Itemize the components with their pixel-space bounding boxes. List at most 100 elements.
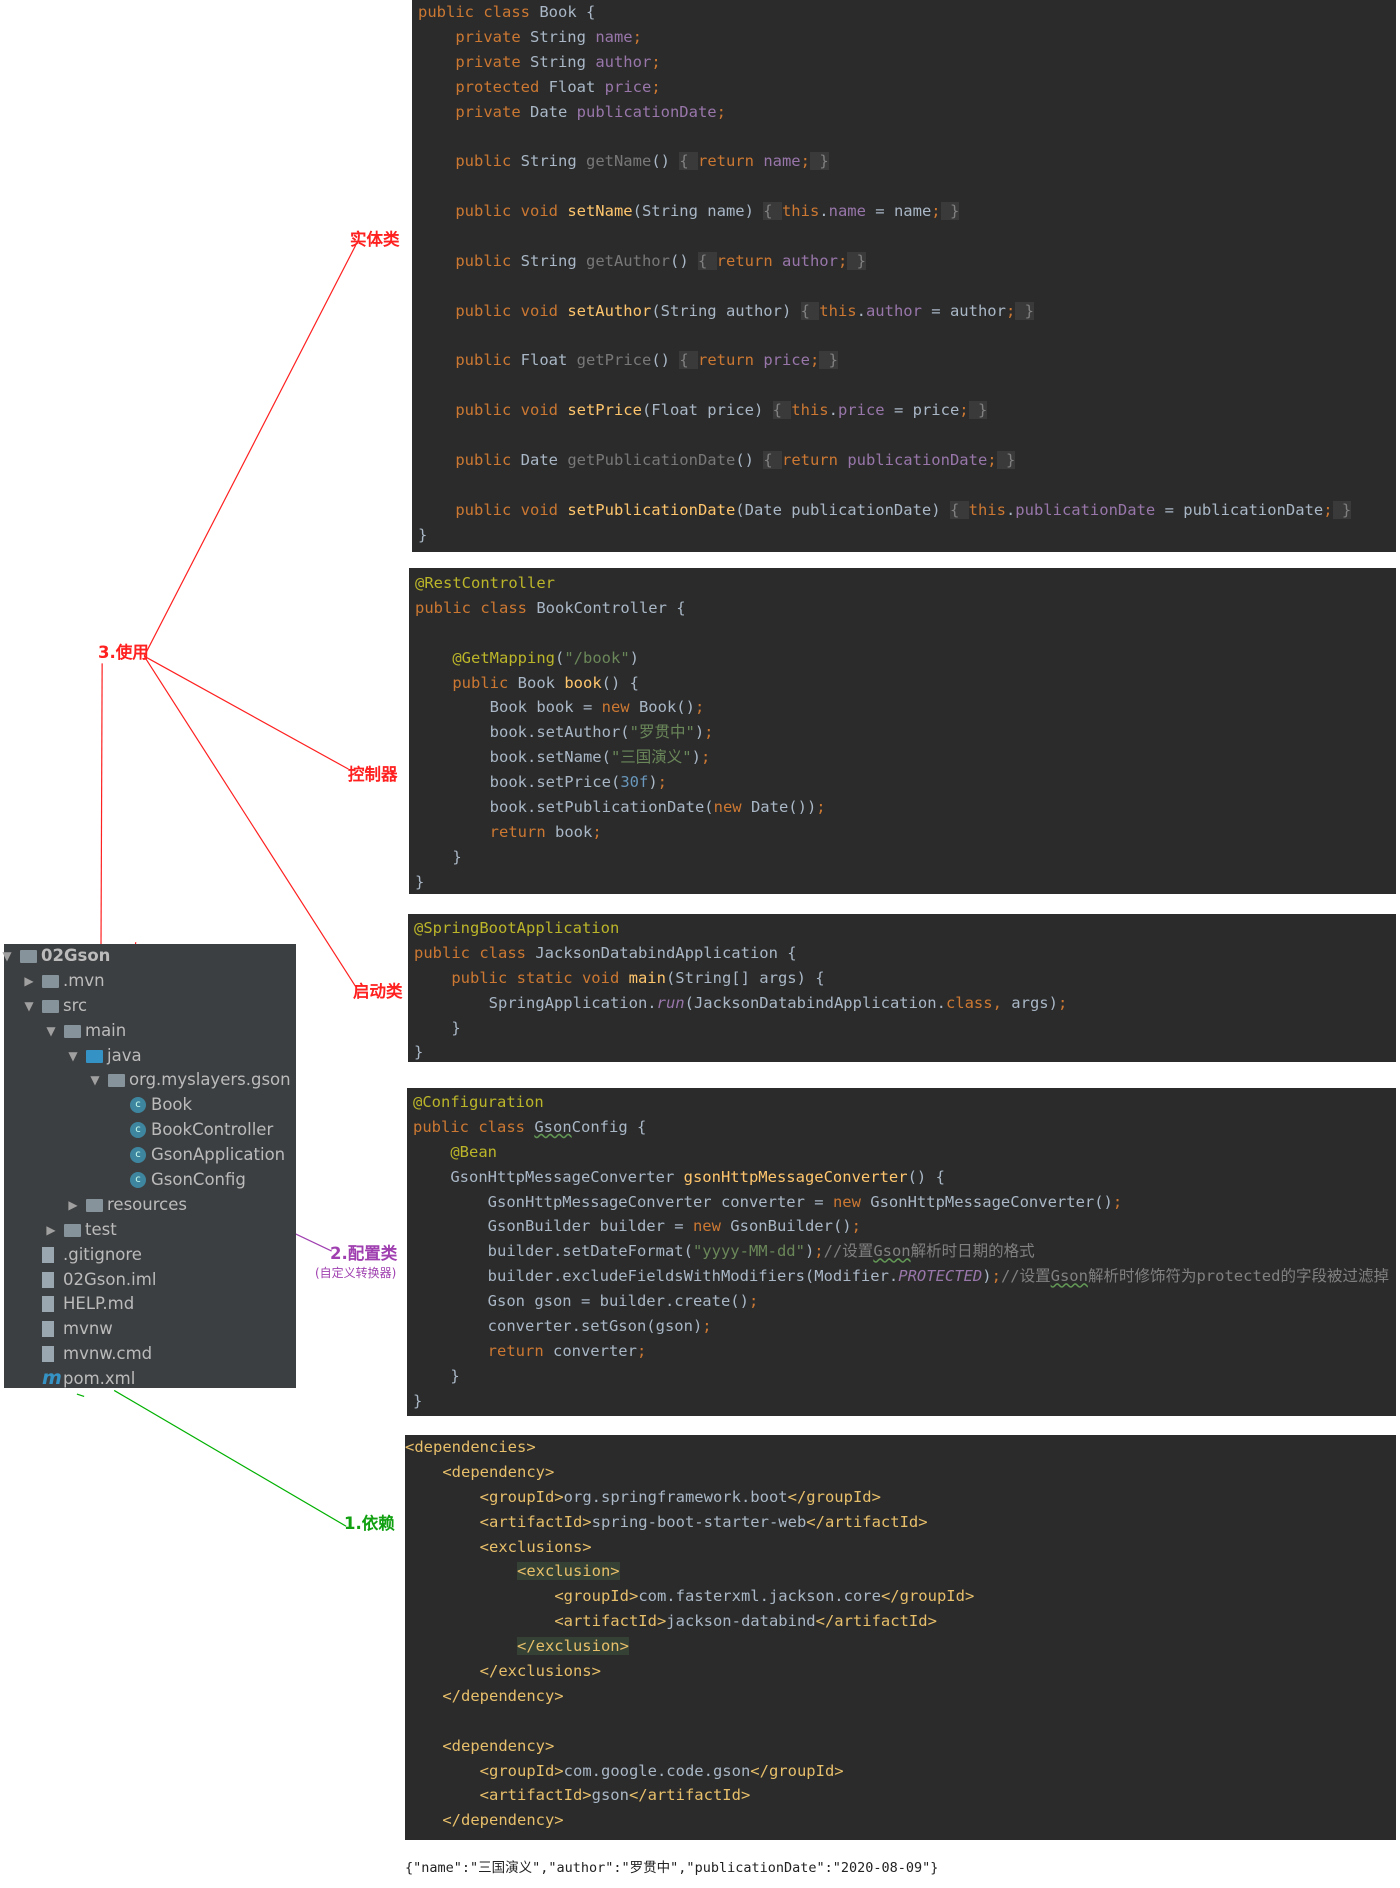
code-token: private xyxy=(455,102,530,121)
code-line: </dependency> xyxy=(405,1808,1396,1833)
code-token xyxy=(418,78,455,96)
code-line xyxy=(418,224,1396,249)
connector-bootstrap xyxy=(143,655,357,987)
code-token: () xyxy=(735,451,764,470)
tree-item-mvnw-cmd[interactable]: mvnw.cmd xyxy=(4,1342,296,1367)
code-token: } xyxy=(809,152,829,171)
shell-file-icon xyxy=(42,1321,54,1338)
code-token: </artifactId> xyxy=(628,1786,751,1805)
chevron-right-icon[interactable]: ▶ xyxy=(46,1222,56,1237)
connector-entity xyxy=(143,244,357,657)
code-token: (String name) xyxy=(632,202,764,221)
chevron-right-icon[interactable]: ▶ xyxy=(68,1197,78,1212)
code-token: (JacksonDatabindApplication. xyxy=(684,993,946,1012)
code-token: name xyxy=(595,27,633,46)
code-line xyxy=(418,124,1396,149)
chevron-down-icon[interactable]: ▼ xyxy=(2,949,12,963)
chevron-down-icon[interactable]: ▼ xyxy=(46,1023,56,1038)
code-token: public xyxy=(455,251,521,270)
code-token: Config { xyxy=(571,1117,647,1136)
label-entity-class: 实体类 xyxy=(350,230,400,249)
code-token: </groupId> xyxy=(787,1487,881,1506)
code-line xyxy=(415,621,1396,646)
code-token: ; xyxy=(959,401,969,420)
code-token: ; xyxy=(704,723,714,742)
code-token: ) xyxy=(648,773,658,792)
code-block-book-entity: public class Book { private String name;… xyxy=(412,0,1396,552)
tree-item-label: mvnw xyxy=(63,1319,113,1339)
code-token: () { xyxy=(907,1167,945,1186)
tree-item-help-md[interactable]: HELP.md xyxy=(4,1292,296,1317)
tree-item-java[interactable]: ▼java xyxy=(4,1044,296,1069)
code-token: </dependency> xyxy=(442,1686,564,1705)
code-token: ( xyxy=(554,648,565,667)
project-tree: ▼ 02Gson ▶ .mvn ▼src▼main▼java▼org.myslayers… xyxy=(2,944,296,1389)
tree-item-02gson[interactable]: ▼ 02Gson xyxy=(2,944,296,969)
code-token xyxy=(405,1488,480,1506)
code-token: } xyxy=(414,1018,461,1037)
code-token: public class xyxy=(418,3,540,21)
chevron-down-icon[interactable]: ▼ xyxy=(68,1048,78,1063)
code-token: GsonBuilder builder = xyxy=(413,1217,693,1236)
code-line: book.setPrice(30f); xyxy=(415,770,1396,795)
code-line: <exclusion> xyxy=(405,1559,1396,1584)
tree-item-src[interactable]: ▼src xyxy=(4,994,296,1019)
code-token: args) xyxy=(1011,993,1058,1012)
code-token: author xyxy=(781,251,838,270)
code-token: } xyxy=(413,1391,423,1410)
code-line: private String author; xyxy=(418,50,1396,75)
tree-item-label: .mvn xyxy=(63,970,105,990)
tree-item-label: 02Gson xyxy=(41,946,111,965)
code-token xyxy=(405,1562,517,1580)
code-line: </exclusion> xyxy=(405,1634,1396,1659)
tree-item-mvnw[interactable]: mvnw xyxy=(4,1317,296,1342)
code-token: @GetMapping xyxy=(452,648,555,667)
code-token: ; xyxy=(931,202,941,221)
label-bootstrap-class: 启动类 xyxy=(353,982,403,1001)
code-token xyxy=(418,103,455,121)
code-token: . xyxy=(1005,500,1016,519)
code-token: ; xyxy=(1323,500,1333,519)
gitignore-file-icon xyxy=(42,1246,54,1263)
code-token: ; xyxy=(987,451,997,470)
code-line: } xyxy=(414,1040,1396,1065)
code-token xyxy=(415,823,490,841)
code-token: "yyyy-MM-dd" xyxy=(692,1242,805,1261)
code-token: </artifactId> xyxy=(806,1512,928,1531)
code-token: <exclusion> xyxy=(516,1562,620,1581)
code-line: <exclusions> xyxy=(405,1535,1396,1560)
code-token: ; xyxy=(694,698,705,717)
code-token: (String[] args) { xyxy=(665,968,825,987)
chevron-right-icon[interactable]: ▶ xyxy=(24,973,34,988)
code-token: <groupId> xyxy=(479,1487,564,1506)
tree-item-02gson-iml[interactable]: 02Gson.iml xyxy=(4,1268,296,1293)
chevron-down-icon[interactable]: ▼ xyxy=(90,1073,100,1088)
code-token: //设置 xyxy=(823,1242,874,1261)
code-token: this xyxy=(968,500,1006,519)
tree-item-org-myslayers-gson[interactable]: ▼org.myslayers.gson xyxy=(4,1068,296,1093)
code-line: converter.setGson(gson); xyxy=(413,1314,1396,1339)
code-line: GsonHttpMessageConverter gsonHttpMessage… xyxy=(413,1165,1396,1190)
code-line: <artifactId>jackson-databind</artifactId… xyxy=(405,1609,1396,1634)
tree-item-test[interactable]: ▶test xyxy=(4,1218,296,1243)
code-token xyxy=(405,1612,554,1630)
tree-item-resources[interactable]: ▶resources xyxy=(4,1193,296,1218)
label-config-subtitle: (自定义转换器) xyxy=(315,1266,397,1280)
code-line: private String name; xyxy=(418,25,1396,50)
code-line: public class JacksonDatabindApplication … xyxy=(414,941,1396,966)
tree-item-gitignore[interactable]: .gitignore xyxy=(4,1243,296,1268)
code-token: setPrice xyxy=(567,401,642,420)
code-token: name xyxy=(763,152,801,171)
tree-item-main[interactable]: ▼main xyxy=(4,1019,296,1044)
code-token: JacksonDatabindApplication { xyxy=(535,943,797,962)
code-token: GsonHttpMessageConverter xyxy=(413,1167,684,1186)
chevron-down-icon[interactable]: ▼ xyxy=(24,998,34,1013)
code-token: ; xyxy=(837,251,848,270)
tree-item-mvn[interactable]: ▶ .mvn xyxy=(4,969,296,994)
code-token: return xyxy=(489,822,555,841)
